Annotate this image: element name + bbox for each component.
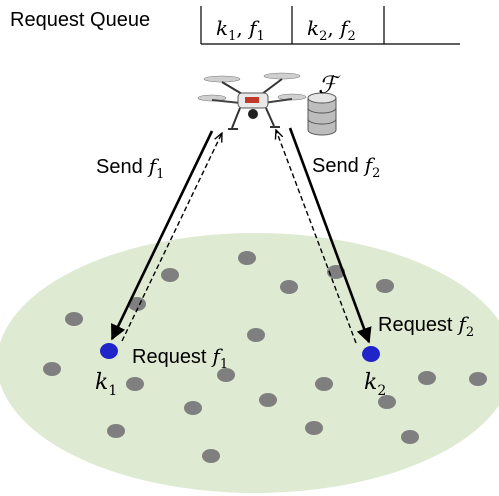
device — [43, 362, 61, 376]
send-arrow-left — [110, 130, 214, 341]
queue-cell-1: k1, f1 — [216, 16, 265, 44]
device — [238, 251, 256, 265]
user-label-k1: k1 — [95, 370, 117, 399]
device — [378, 395, 396, 409]
device — [247, 328, 265, 342]
device — [184, 401, 202, 415]
device — [217, 368, 235, 382]
device — [418, 371, 436, 385]
device — [305, 421, 323, 435]
ground-devices — [43, 251, 487, 463]
device — [65, 312, 83, 326]
user-k1-dot — [100, 343, 118, 359]
request-arrow-left — [121, 133, 222, 342]
user-label-k2: k2 — [364, 370, 386, 399]
user-k2-dot — [362, 346, 380, 362]
device — [259, 393, 277, 407]
cache-symbol: ℱ — [318, 71, 341, 99]
device — [401, 430, 419, 444]
queue-cell-2: k2, f2 — [307, 16, 356, 44]
device — [126, 377, 144, 391]
coverage-area — [0, 233, 499, 493]
device — [202, 449, 220, 463]
device — [161, 268, 179, 282]
device — [280, 280, 298, 294]
device — [315, 377, 333, 391]
request-arrow-right — [276, 130, 357, 344]
request-queue: Request Queue k1, f1 k2, f2 — [10, 6, 460, 45]
device — [469, 372, 487, 386]
device — [107, 424, 125, 438]
send-arrow-right — [288, 127, 372, 344]
cache-database-icon — [307, 92, 337, 136]
uav-drone-icon — [197, 72, 307, 130]
queue-label: Request Queue — [10, 9, 150, 31]
device — [376, 279, 394, 293]
